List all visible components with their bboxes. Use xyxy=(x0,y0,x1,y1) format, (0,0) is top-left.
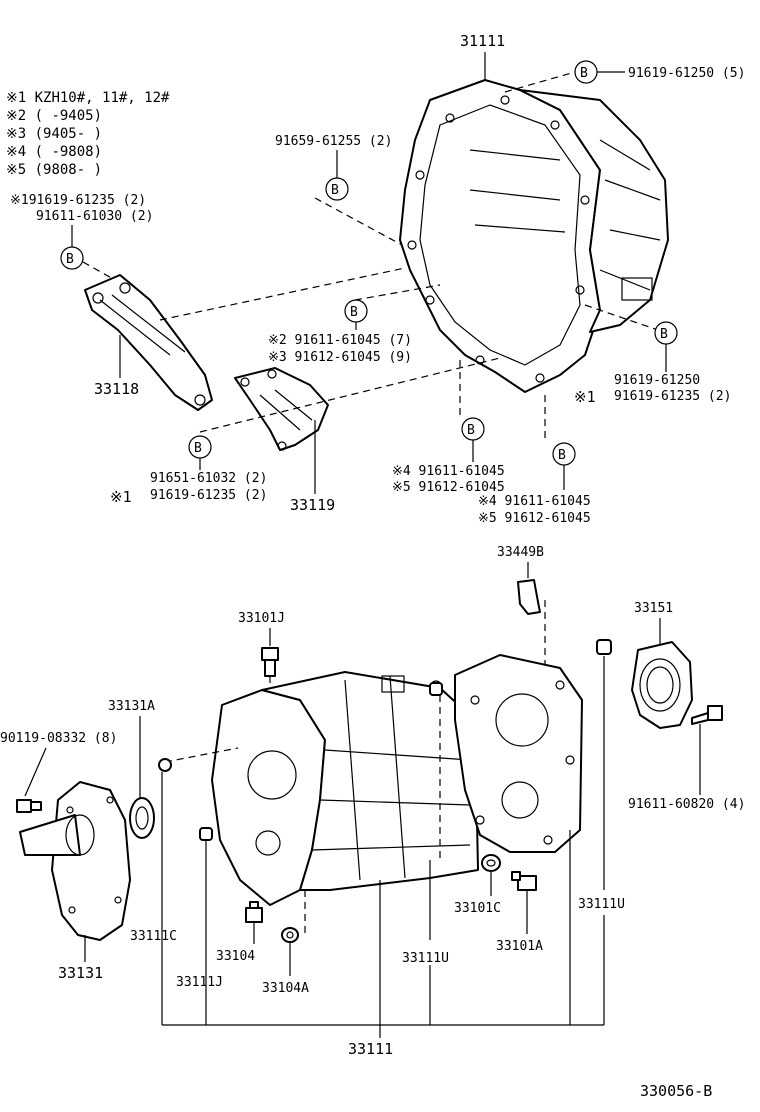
label-cb-note4: ※4 91611-61045 xyxy=(392,464,505,479)
label-33101J: 33101J xyxy=(238,611,285,626)
label-note2-bolt: ※2 91611-61045 (7) xyxy=(268,333,412,348)
b-marker-right: B xyxy=(654,321,678,345)
label-33111J: 33111J xyxy=(176,975,223,990)
applicability-notes: ※1 KZH10#, 11#, 12# ※2 ( -9405) ※3 (9405… xyxy=(6,90,170,178)
svg-text:B: B xyxy=(66,252,74,267)
label-33104: 33104 xyxy=(216,949,255,964)
label-cb-note5: ※5 91612-61045 xyxy=(392,480,505,495)
plug-33104[interactable] xyxy=(245,901,263,923)
b-marker-center-right: B xyxy=(552,442,576,466)
svg-text:B: B xyxy=(580,66,588,81)
b-marker-top-left: B xyxy=(325,177,349,201)
seal-retainer-33151[interactable] xyxy=(631,641,693,729)
note-5: ※5 (9808- ) xyxy=(6,162,102,178)
label-91659-61255: 91659-61255 (2) xyxy=(275,134,392,149)
label-31111-top: 31111 xyxy=(460,32,505,50)
b-marker-bracket-33118: B xyxy=(60,246,84,270)
front-bearing-retainer-33131[interactable] xyxy=(19,781,131,941)
gasket-33104A[interactable] xyxy=(281,927,299,943)
pin-33449B[interactable] xyxy=(517,579,541,615)
plug-33101J[interactable] xyxy=(261,647,279,677)
clutch-housing-31111[interactable] xyxy=(399,79,669,393)
label-33104A: 33104A xyxy=(262,981,309,996)
svg-text:B: B xyxy=(558,448,566,463)
label-bracket-bolt2: 91611-61030 (2) xyxy=(36,209,153,224)
bracket-33119[interactable] xyxy=(234,367,329,451)
label-33131: 33131 xyxy=(58,964,103,982)
label-33101A: 33101A xyxy=(496,939,543,954)
svg-text:B: B xyxy=(660,327,668,342)
label-33131A: 33131A xyxy=(108,699,155,714)
label-33151: 33151 xyxy=(634,601,673,616)
b-marker-center-bottom: B xyxy=(461,417,485,441)
label-33111C: 33111C xyxy=(130,929,177,944)
label-33118: 33118 xyxy=(94,380,139,398)
note-2: ※2 ( -9405) xyxy=(6,108,102,124)
b-marker-middle: B xyxy=(344,299,368,323)
label-cr-note5: ※5 91612-61045 xyxy=(478,511,591,526)
bracket-33118[interactable] xyxy=(84,274,213,411)
label-33119: 33119 xyxy=(290,496,335,514)
dowel-pin-33111J[interactable] xyxy=(199,827,213,841)
label-33111U-right: 33111U xyxy=(578,897,625,912)
label-33101C: 33101C xyxy=(454,901,501,916)
label-bracket-bolt1: ※191619-61235 (2) xyxy=(10,193,146,208)
label-90119-08332: 90119-08332 (8) xyxy=(0,731,117,746)
note-1: ※1 KZH10#, 11#, 12# xyxy=(6,90,170,106)
b-marker-bracket-33119: B xyxy=(188,435,212,459)
label-right-prefix: ※1 xyxy=(574,388,596,406)
bolt-91611-60820[interactable] xyxy=(691,705,723,725)
dowel-pin-33111C[interactable] xyxy=(158,758,172,772)
label-91619-61235-right: 91619-61235 (2) xyxy=(614,389,731,404)
label-91619-61250-5: 91619-61250 (5) xyxy=(628,66,745,81)
svg-text:B: B xyxy=(467,423,475,438)
dowel-pin-right[interactable] xyxy=(596,639,612,655)
drawing-id: 330056-B xyxy=(640,1082,712,1100)
label-91619-61235-low: 91619-61235 (2) xyxy=(150,488,267,503)
note-3: ※3 (9405- ) xyxy=(6,126,102,142)
oil-seal-33131A[interactable] xyxy=(129,797,155,839)
label-33111-case: 33111 xyxy=(348,1040,393,1058)
svg-text:B: B xyxy=(194,441,202,456)
label-91611-60820: 91611-60820 (4) xyxy=(628,797,745,812)
svg-text:B: B xyxy=(350,305,358,320)
dowel-pin-33111U-mid[interactable] xyxy=(429,682,443,696)
label-91619-61250: 91619-61250 xyxy=(614,373,700,388)
label-91651-61032: 91651-61032 (2) xyxy=(150,471,267,486)
note-4: ※4 ( -9808) xyxy=(6,144,102,160)
svg-text:B: B xyxy=(331,183,339,198)
label-cr-note4: ※4 91611-61045 xyxy=(478,494,591,509)
bolt-90119-08332[interactable] xyxy=(16,799,42,813)
gasket-33101C[interactable] xyxy=(481,854,501,872)
transmission-case-33111[interactable] xyxy=(211,654,583,906)
label-33449B: 33449B xyxy=(497,545,544,560)
label-note3-bolt: ※3 91612-61045 (9) xyxy=(268,350,412,365)
b-marker-top-right: B xyxy=(574,60,598,84)
label-low-left-prefix: ※1 xyxy=(110,488,132,506)
label-33111U-mid: 33111U xyxy=(402,951,449,966)
plug-33101A[interactable] xyxy=(511,871,537,891)
